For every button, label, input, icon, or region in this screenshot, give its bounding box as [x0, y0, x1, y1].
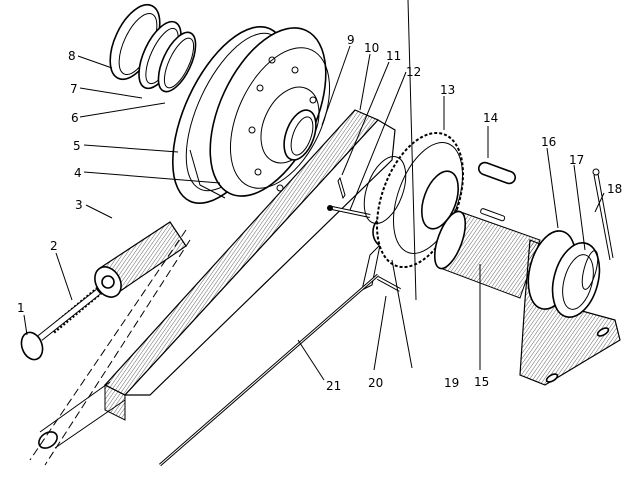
part-15-shaft	[433, 208, 541, 299]
label-9: 9	[347, 33, 355, 47]
label-6: 6	[71, 111, 79, 125]
part-3-sleeve	[94, 221, 187, 298]
label-5: 5	[73, 139, 81, 153]
label-12: 12	[406, 65, 421, 79]
label-16: 16	[541, 135, 556, 149]
label-10: 10	[364, 41, 379, 55]
label-3: 3	[75, 198, 83, 212]
label-1: 1	[17, 301, 25, 315]
label-7: 7	[70, 82, 78, 96]
part-9-hub-bushing	[283, 109, 317, 161]
part-16-bearing-bracket	[519, 230, 621, 386]
part-12-axle-pin	[327, 205, 371, 218]
label-20: 20	[368, 376, 383, 390]
leader-lines	[23, 0, 605, 381]
label-19: 19	[444, 376, 459, 390]
part-14-key	[477, 161, 517, 185]
label-8: 8	[68, 49, 76, 63]
label-2: 2	[50, 239, 58, 253]
label-4: 4	[74, 166, 82, 180]
part-6-inner-ring	[157, 31, 197, 93]
label-21: 21	[326, 379, 341, 393]
label-18: 18	[607, 182, 622, 196]
part-10-lever-arm	[38, 109, 396, 449]
part-11-cotter-pin	[337, 176, 346, 200]
part-1-pin	[20, 289, 101, 361]
label-15: 15	[474, 375, 489, 389]
label-13: 13	[440, 83, 455, 97]
part-17-washer	[581, 250, 599, 290]
label-14: 14	[483, 111, 498, 125]
label-11: 11	[386, 49, 401, 63]
part-21-tie-rod	[159, 273, 379, 467]
part-20-bolt	[377, 276, 401, 292]
label-17: 17	[569, 153, 584, 167]
part-18-split-pin	[592, 168, 614, 261]
